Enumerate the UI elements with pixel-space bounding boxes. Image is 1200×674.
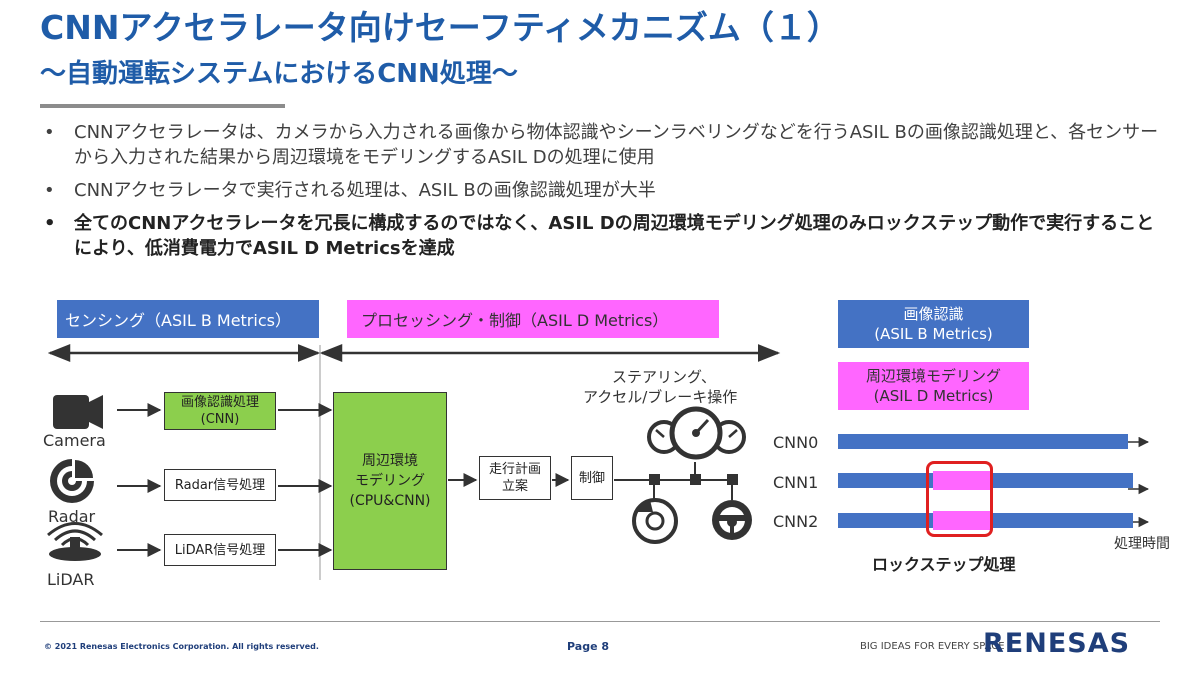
bus-node [727, 474, 738, 485]
lidar-icon [47, 522, 103, 561]
bullet-text: CNNアクセラレータで実行される処理は、ASIL Bの画像認識処理が大半 [74, 180, 656, 201]
actuator-caption-line2: アクセル/ブレーキ操作 [583, 388, 738, 406]
box-line: 立案 [501, 479, 528, 494]
processing-phase-label: プロセッシング・制御（ASIL D Metrics） [347, 300, 719, 338]
camera-icon [53, 395, 103, 429]
steering-wheel-icon [712, 500, 752, 540]
page-title: CNNアクセラレータ向けセーフティメカニズム（１） [40, 8, 840, 47]
brake-icon [632, 498, 678, 544]
bus-node [690, 474, 701, 485]
bus-node [649, 474, 660, 485]
radar-processing-box: Radar信号処理 [164, 469, 276, 501]
title-underline [40, 104, 285, 108]
bullet-item: • CNNアクセラレータで実行される処理は、ASIL Bの画像認識処理が大半 [40, 178, 1170, 203]
lockstep-caption: ロックステップ処理 [872, 555, 1016, 574]
bullet-text: CNNアクセラレータは、カメラから入力される画像から物体認識やシーンラベリングな… [74, 122, 1159, 168]
environment-modeling-box: 周辺環境 モデリング (CPU&CNN) [333, 392, 447, 570]
lockstep-highlight [926, 461, 993, 537]
box-line: モデリング [355, 473, 425, 489]
bullet-text: 全てのCNNアクセラレータを冗長に構成するのではなく、ASIL Dの周辺環境モデ… [74, 213, 1155, 259]
renesas-logo: RENESAS [983, 628, 1131, 659]
speedometer-icon [647, 406, 746, 460]
bullet-item: • CNNアクセラレータは、カメラから入力される画像から物体認識やシーンラベリン… [40, 120, 1170, 170]
cnn1-lockstep-segment [933, 471, 990, 490]
box-line: 周辺環境 [362, 453, 418, 469]
cnn2-lockstep-segment [933, 511, 990, 530]
tagline: BIG IDEAS FOR EVERY SPACE [860, 641, 1005, 652]
cnn2-label: CNN2 [773, 512, 819, 531]
legend-image-recognition: 画像認識 (ASIL B Metrics) [838, 300, 1029, 348]
radar-icon [50, 456, 97, 503]
legend-environment-modeling: 周辺環境モデリング (ASIL D Metrics) [838, 362, 1029, 410]
bullet-dot: • [44, 180, 55, 201]
box-line: (CNN) [200, 412, 240, 427]
legend-line: 周辺環境モデリング [865, 367, 1001, 385]
bullet-item: • 全てのCNNアクセラレータを冗長に構成するのではなく、ASIL Dの周辺環境… [40, 211, 1170, 261]
actuator-caption-line1: ステアリング、 [612, 368, 716, 386]
time-axis-label: 処理時間 [1114, 536, 1170, 552]
legend-line: (ASIL D Metrics) [873, 387, 994, 405]
bullet-list: • CNNアクセラレータは、カメラから入力される画像から物体認識やシーンラベリン… [40, 120, 1170, 269]
page-number: Page 8 [567, 640, 610, 653]
image-recognition-box: 画像認識処理 (CNN) [164, 392, 276, 430]
cnn0-label: CNN0 [773, 433, 819, 452]
page-subtitle: ～自動運転システムにおけるCNN処理～ [40, 59, 518, 89]
route-planning-box: 走行計画 立案 [479, 456, 551, 500]
copyright-text: © 2021 Renesas Electronics Corporation. … [44, 642, 319, 651]
cnn1-label: CNN1 [773, 473, 819, 492]
camera-label: Camera [43, 431, 106, 450]
lidar-processing-box: LiDAR信号処理 [164, 534, 276, 566]
control-box: 制御 [571, 456, 613, 500]
legend-line: 画像認識 [903, 305, 964, 323]
bullet-dot: • [44, 122, 55, 143]
radar-label: Radar [48, 507, 96, 526]
footer-divider [40, 621, 1160, 622]
box-line: (CPU&CNN) [349, 493, 431, 509]
box-line: 画像認識処理 [180, 395, 259, 410]
cnn0-bar [838, 434, 1128, 449]
lidar-label: LiDAR [47, 570, 95, 589]
legend-line: (ASIL B Metrics) [874, 325, 993, 343]
sensing-phase-label: センシング（ASIL B Metrics） [57, 300, 319, 338]
bullet-dot: • [44, 213, 56, 234]
box-line: 走行計画 [488, 462, 541, 477]
